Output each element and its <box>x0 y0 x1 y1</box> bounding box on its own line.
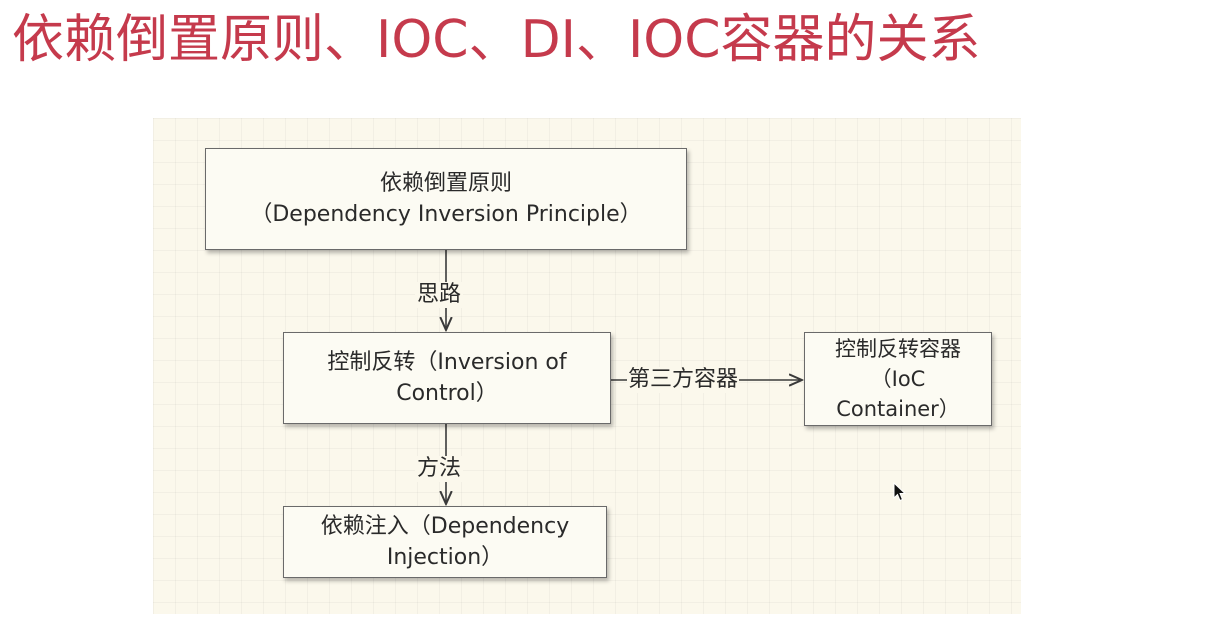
diagram-canvas: 依赖倒置原则 （Dependency Inversion Principle） … <box>153 118 1021 614</box>
node-ioc-line2: Control） <box>396 381 498 406</box>
node-dip-line2: （Dependency Inversion Principle） <box>250 202 642 227</box>
edge-label-approach: 思路 <box>415 282 464 308</box>
node-iocc-line2: （IoC <box>870 367 926 391</box>
node-iocc-line3: Container） <box>836 397 960 421</box>
node-dependency-injection: 依赖注入（Dependency Injection） <box>283 506 607 578</box>
page-title: 依赖倒置原则、IOC、DI、IOC容器的关系 <box>12 10 981 70</box>
edge-label-method: 方法 <box>415 456 464 482</box>
node-ioc-container: 控制反转容器 （IoC Container） <box>804 332 992 426</box>
node-iocc-line1: 控制反转容器 <box>835 337 961 361</box>
node-di-line2: Injection） <box>386 545 504 570</box>
node-ioc-line1: 控制反转（Inversion of <box>327 350 567 375</box>
edge-label-third-party-container: 第三方容器 <box>627 367 740 393</box>
node-di-line1: 依赖注入（Dependency <box>320 514 570 539</box>
node-inversion-of-control: 控制反转（Inversion of Control） <box>283 332 611 424</box>
node-dip-line1: 依赖倒置原则 <box>379 171 512 196</box>
node-dependency-inversion-principle: 依赖倒置原则 （Dependency Inversion Principle） <box>205 148 687 250</box>
mouse-pointer-icon <box>893 482 907 502</box>
